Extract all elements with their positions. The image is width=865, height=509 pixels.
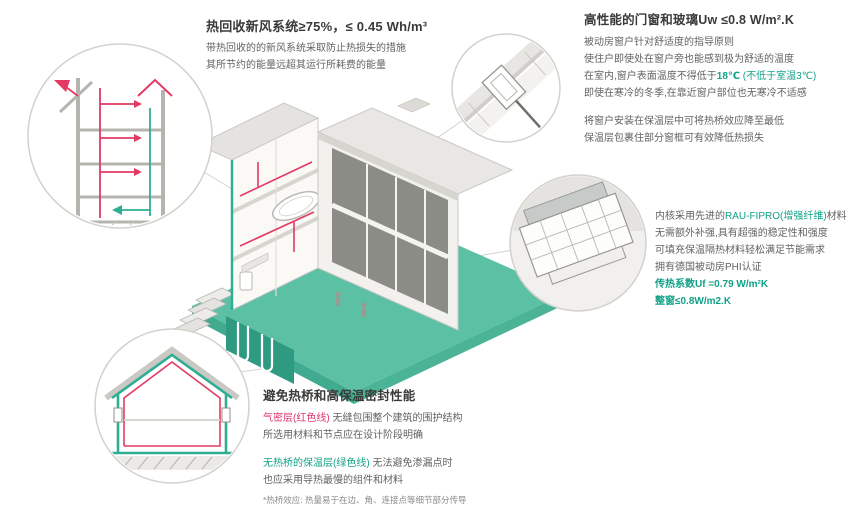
window-profile-detail-callout [509, 174, 647, 312]
airtight-layer-label: 气密层(红色线) [263, 412, 330, 424]
roof-outer-layer [104, 346, 240, 401]
thermal-envelope-detail-callout [94, 328, 250, 484]
site-platform [192, 216, 566, 404]
red-gable [137, 78, 173, 97]
cutaway-section [230, 117, 320, 311]
ventilation-detail-callout [27, 43, 213, 229]
callout-circle [94, 328, 250, 484]
material-brand: RAU-FIPRO(增强纤维) [725, 211, 827, 222]
windows-line-5: 将窗户安装在保温层中可将热桥效应降至最低 [584, 115, 784, 127]
section-window-left [113, 407, 123, 423]
airtight-red-line [123, 361, 221, 447]
callout-circle [27, 43, 213, 229]
material-text-block: 内核采用先进的RAU-FIPRO(增强纤维)材料 无需额外补强,具有超强的稳定性… [655, 210, 865, 312]
ventilation-line-1: 带热回收的的新风系统采取防止热损失的措施 [206, 43, 406, 55]
material-line-1-post: 材料 [826, 211, 847, 222]
section-window-right [221, 407, 231, 423]
window-profile [518, 181, 634, 285]
ventilation-text-block: 热回收新风系统≥75%，≤ 0.45 Wh/m³ 带热回收的的新风系统采取防止热… [206, 18, 478, 76]
ventilation-title: 热回收新风系统≥75%，≤ 0.45 Wh/m³ [206, 19, 428, 34]
roof-vent-box [397, 97, 431, 113]
material-line-1: 内核采用先进的RAU-FIPRO(增强纤维)材料 [655, 210, 865, 224]
windows-line-4: 即使在寒冷的冬季,在靠近窗户部位也无寒冷不适感 [584, 87, 807, 99]
material-line-1-pre: 内核采用先进的 [655, 211, 725, 222]
ground-cut-face [226, 316, 294, 384]
diagram-stage [27, 33, 647, 484]
main-roof-slab [316, 97, 514, 201]
passive-house-infographic: 热回收新风系统≥75%，≤ 0.45 Wh/m³ 带热回收的的新风系统采取防止热… [27, 12, 865, 505]
thermal-line-2: 所选用材料和节点应在设计阶段明确 [263, 429, 423, 441]
windows-title: 高性能的门窗和玻璃Uw ≤0.8 W/m².K [584, 13, 795, 27]
window-corner-detail-callout [451, 33, 561, 143]
windows-temp-note: (不低于室温3℃) [742, 70, 817, 82]
material-line-4: 拥有德国被动房PHI认证 [655, 262, 762, 273]
entrance-steps [171, 287, 235, 337]
ventilation-line-2: 其所节约的能量远超其运行所耗费的能量 [206, 60, 386, 72]
windows-text-block: 高性能的门窗和玻璃Uw ≤0.8 W/m².K 被动房窗户针对舒适度的指导原则 … [584, 12, 862, 149]
thermal-line-4: 也应采用导热最慢的组件和材料 [263, 474, 403, 486]
geothermal-pipes [236, 322, 274, 373]
material-uf-value: 传热系数Uf =0.79 W/m²K [655, 279, 769, 290]
thermal-line-1-rest: 无缝包围整个建筑的围护结构 [332, 412, 463, 424]
material-line-3: 可填充保温隔热材料轻松满足节能需求 [655, 245, 825, 256]
foundation [100, 456, 244, 470]
material-uw-value: 整窗≤0.8W/m2.K [655, 296, 732, 307]
windows-temp-value: 18℃ [716, 70, 741, 82]
windows-line-2: 使住户即使处在窗户旁也能感到极为舒适的温度 [584, 53, 794, 65]
windows-line-1: 被动房窗户针对舒适度的指导原则 [584, 36, 734, 48]
kitchen-counter [241, 252, 269, 274]
thermal-line-1: 气密层(红色线) 无缝包围整个建筑的围护结构 [263, 412, 603, 426]
insulation-green-line [111, 353, 233, 455]
hrv-unit [239, 271, 253, 291]
material-line-2: 无需额外补强,具有超强的稳定性和强度 [655, 228, 828, 239]
thermal-footnote: *热桥效应: 热量易于在边、角、连接点等细节部分传导 [263, 494, 467, 505]
thermal-line-3: 无热桥的保温层(绿色线) 无法避免渗漏点时 [263, 457, 603, 471]
windows-line-3: 在室内,窗户表面温度不得低于18℃ (不低于室温3℃) [584, 70, 862, 84]
windows-line-3-pre: 在室内,窗户表面温度不得低于 [584, 70, 717, 82]
thermal-text-block: 避免热桥和高保温密封性能 气密层(红色线) 无缝包围整个建筑的围护结构 所选用材… [263, 388, 603, 509]
wall-window-section [453, 35, 559, 141]
supply-arrows [54, 80, 142, 176]
windows-line-6: 保温层包裹住部分窗框可有效降低热损失 [584, 132, 764, 144]
human-figures [335, 291, 367, 317]
insulation-layer-label: 无热桥的保温层(绿色线) [263, 457, 370, 469]
supply-duct-lines [61, 83, 134, 218]
thermal-line-3-rest: 无法避免渗漏点时 [372, 457, 453, 469]
return-arrow [112, 205, 122, 215]
return-duct-lines [118, 108, 151, 216]
ventilation-duct-lines [239, 161, 315, 252]
thermal-title: 避免热桥和高保温密封性能 [263, 389, 416, 403]
house-illustration [196, 97, 514, 331]
